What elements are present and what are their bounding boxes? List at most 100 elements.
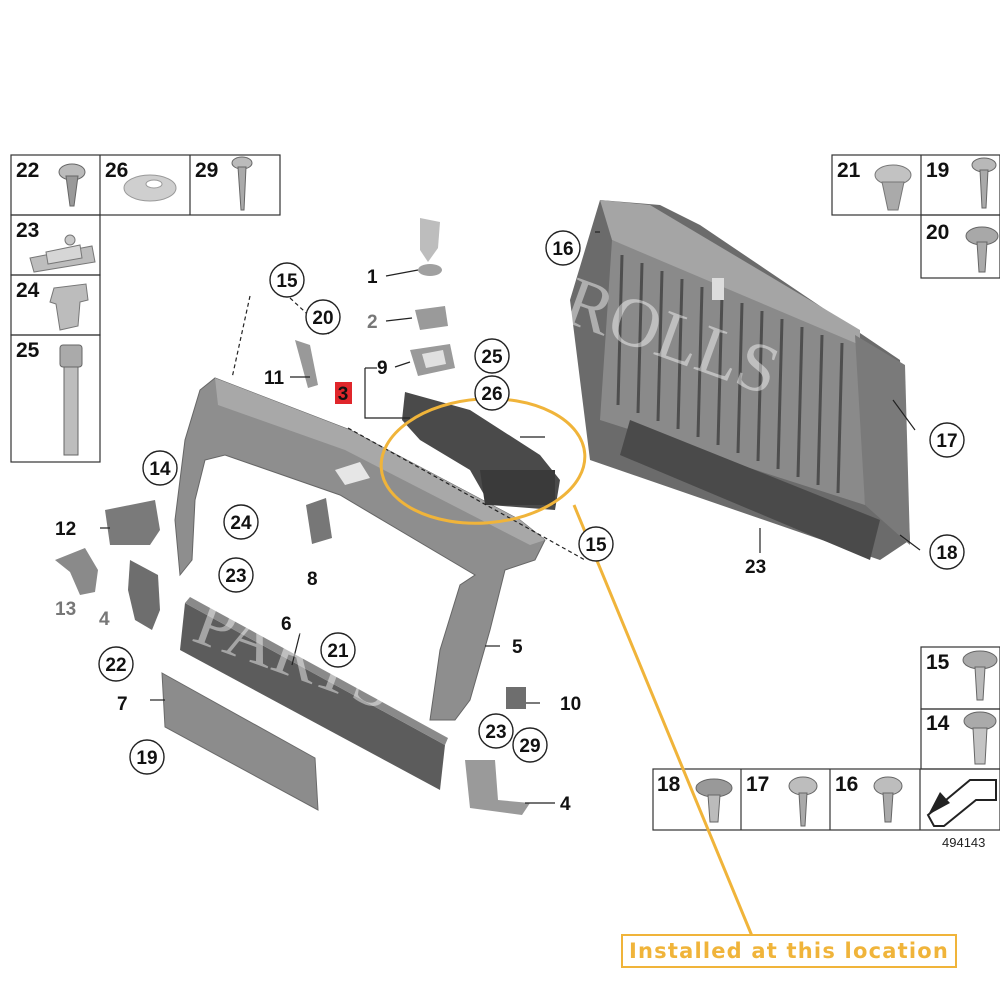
screw-icon-20: [965, 226, 999, 273]
callout-18: 18: [929, 534, 965, 570]
svg-text:15: 15: [585, 535, 607, 556]
label-4-right: 4: [560, 794, 571, 815]
collar-screw-icon-15: [962, 650, 998, 701]
radiator-grille-assembly: [570, 200, 910, 560]
label-23-right: 23: [745, 557, 766, 578]
mechanism-assembly: [402, 392, 560, 510]
callout-15-top: 15: [269, 262, 305, 298]
table-label-24: 24: [16, 279, 40, 302]
label-10: 10: [560, 694, 581, 715]
selected-part-marker: [335, 382, 352, 404]
torx-screw-icon-17: [788, 776, 818, 827]
callout-17: 17: [929, 422, 965, 458]
table-label-15: 15: [926, 651, 950, 674]
callout-23-bottom: 23: [478, 713, 514, 749]
callout-24: 24: [223, 504, 259, 540]
callout-14: 14: [142, 450, 178, 486]
table-label-29: 29: [195, 159, 218, 182]
table-label-14: 14: [926, 712, 950, 735]
table-label-17: 17: [746, 773, 769, 796]
parts-table-left-labels: 22 26 29 23 24 25: [16, 159, 218, 362]
callout-23-left: 23: [218, 557, 254, 593]
svg-text:25: 25: [481, 347, 503, 368]
callout-19: 19: [129, 739, 165, 775]
label-9: 9: [377, 358, 388, 379]
callout-26: 26: [474, 375, 510, 411]
collar-screw-icon-18: [695, 778, 733, 823]
bolt-icon: [59, 344, 83, 456]
self-tapping-screw-icon-29: [231, 156, 253, 211]
torx-screw-icon-16: [873, 776, 903, 823]
table-label-20: 20: [926, 221, 949, 244]
parts-table-right-top: [831, 154, 1000, 279]
cap-part: [415, 306, 448, 330]
label-13: 13: [55, 599, 76, 620]
label-12: 12: [55, 519, 76, 540]
svg-text:26: 26: [481, 384, 502, 405]
pointer-arrow-icon: [926, 779, 997, 827]
lower-grille-strip: [180, 597, 448, 790]
table-label-18: 18: [657, 773, 681, 796]
svg-text:14: 14: [149, 459, 171, 480]
table-label-21: 21: [837, 159, 861, 182]
corner-bracket-left: [128, 560, 160, 630]
clip-part-10: [506, 687, 526, 709]
parts-table-right-bottom: [652, 646, 1000, 831]
callout-21: 21: [320, 632, 356, 668]
svg-text:15: 15: [276, 271, 298, 292]
table-label-19: 19: [926, 159, 949, 182]
label-6: 6: [281, 614, 292, 635]
table-label-26: 26: [105, 159, 128, 182]
svg-text:16: 16: [552, 239, 573, 260]
label-2: 2: [367, 312, 378, 333]
callout-15-right: 15: [578, 526, 614, 562]
callout-16: 16: [545, 230, 581, 266]
svg-text:24: 24: [230, 513, 252, 534]
bracket-part-12: [105, 500, 160, 545]
label-7: 7: [117, 694, 128, 715]
callout-20: 20: [305, 299, 341, 335]
svg-text:29: 29: [519, 736, 540, 757]
washer-icon: [123, 174, 177, 202]
label-8: 8: [307, 569, 318, 590]
label-5: 5: [512, 637, 523, 658]
threaded-screw-icon-14: [963, 711, 997, 765]
svg-text:17: 17: [936, 431, 957, 452]
vent-part-8: [306, 498, 332, 544]
expanding-rivet-icon: [874, 164, 912, 211]
hook-part-13: [55, 548, 98, 595]
label-3: 3: [338, 384, 349, 405]
label-11: 11: [264, 368, 285, 389]
callouts: 15 20 25 26 16 17 18 15: [55, 230, 965, 815]
svg-text:22: 22: [105, 655, 126, 676]
leader-lines: [100, 231, 921, 804]
svg-text:19: 19: [136, 748, 157, 769]
sheet-number: 494143: [942, 835, 985, 850]
bezel-part: [410, 344, 455, 376]
svg-text:21: 21: [327, 641, 349, 662]
corner-bracket-right: [465, 760, 530, 815]
label-4-left: 4: [99, 609, 110, 630]
svg-text:23: 23: [485, 722, 506, 743]
bracket-part-11: [295, 340, 318, 388]
nut-clip-icon: [29, 234, 96, 273]
callout-29: 29: [512, 727, 548, 763]
parts-table-left: [10, 154, 281, 463]
callout-22: 22: [98, 646, 134, 682]
screw-icon-19: [971, 157, 997, 209]
table-label-22: 22: [16, 159, 39, 182]
installed-location-note: Installed at this location: [621, 934, 957, 968]
emblem-figurine: [418, 218, 442, 276]
svg-text:23: 23: [225, 566, 246, 587]
svg-text:18: 18: [936, 543, 957, 564]
lower-trim-strip: [161, 672, 319, 811]
clip-icon: [49, 283, 89, 331]
svg-text:20: 20: [312, 308, 333, 329]
callout-25: 25: [474, 338, 510, 374]
table-label-23: 23: [16, 219, 39, 242]
table-label-16: 16: [835, 773, 858, 796]
self-tapping-screw-icon: [58, 163, 86, 207]
installed-location-text: Installed at this location: [628, 939, 950, 963]
label-1: 1: [367, 267, 378, 288]
